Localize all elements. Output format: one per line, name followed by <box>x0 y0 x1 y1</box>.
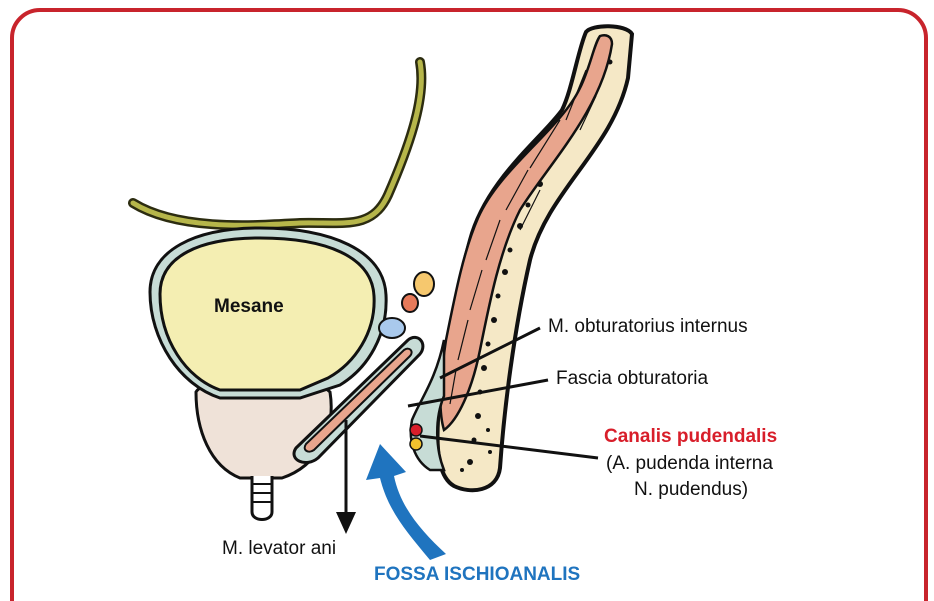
vessel-red <box>402 294 418 312</box>
obturator-internus-label: M. obturatorius internus <box>548 316 748 338</box>
fossa-label: FOSSA ISCHIOANALIS <box>374 564 580 586</box>
bladder-label: Mesane <box>214 296 284 318</box>
pudendal-contents-line2: N. pudendus) <box>634 479 748 501</box>
vessel-orange <box>414 272 434 296</box>
pudendal-canal-label: Canalis pudendalis <box>604 426 777 448</box>
pudendal-artery <box>410 424 422 436</box>
pudendal-nerve <box>410 438 422 450</box>
peritoneum-line <box>133 62 421 225</box>
vessel-blue <box>379 318 405 338</box>
pudendal-contents-line1: (A. pudenda interna <box>606 453 773 475</box>
urethra <box>252 476 272 520</box>
levator-arrow-head <box>336 512 356 534</box>
obturator-fascia-label: Fascia obturatoria <box>556 368 708 390</box>
peritoneum-fill <box>133 62 421 225</box>
levator-ani-label: M. levator ani <box>222 538 336 560</box>
